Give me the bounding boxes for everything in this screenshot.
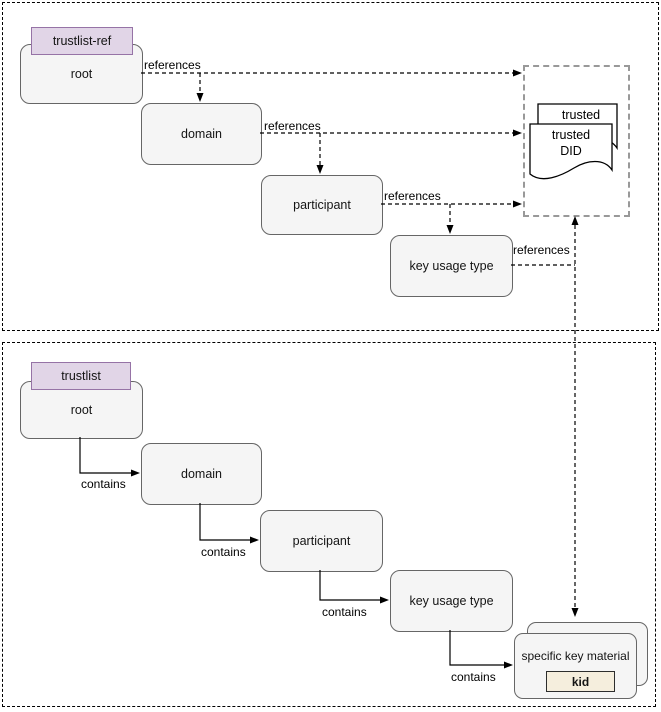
edge-label-contains-participant: contains — [322, 605, 367, 619]
node-list-domain: domain — [141, 443, 262, 505]
edge-label-references-participant: references — [384, 189, 441, 203]
tag-trustlist-ref-label: trustlist-ref — [52, 34, 112, 48]
specific-key-material-card-front: specific key material kid — [514, 633, 637, 699]
node-list-key-usage-type: key usage type — [390, 570, 513, 632]
node-list-key-usage-type-label: key usage type — [409, 594, 494, 608]
edge-label-contains-domain: contains — [201, 545, 246, 559]
edge-label-references-key-usage: references — [513, 243, 570, 257]
trusted-document-back-label: trusted — [561, 108, 601, 122]
kid-label: kid — [571, 674, 590, 689]
node-list-domain-label: domain — [181, 467, 222, 481]
tag-trustlist-ref: trustlist-ref — [31, 27, 133, 55]
node-list-participant-label: participant — [292, 534, 351, 548]
trusted-document-front-line1: trusted — [551, 128, 591, 142]
tag-trustlist-label: trustlist — [61, 369, 101, 383]
node-list-root-label: root — [70, 403, 93, 417]
edge-label-contains-root: contains — [81, 477, 126, 491]
trusted-document-front-line2: DID — [560, 144, 582, 158]
node-ref-root-label: root — [70, 67, 93, 81]
node-list-participant: participant — [260, 510, 383, 572]
node-ref-domain: domain — [141, 103, 262, 165]
tag-trustlist: trustlist — [31, 362, 131, 390]
edge-label-references-domain: references — [264, 119, 321, 133]
trustlist-ref-section-border — [2, 2, 659, 331]
edge-label-contains-key-usage: contains — [451, 670, 496, 684]
trustlist-section-border — [2, 342, 656, 707]
kid-box: kid — [546, 671, 615, 692]
edge-label-references-root: references — [144, 58, 201, 72]
node-ref-participant-label: participant — [293, 198, 351, 212]
node-ref-key-usage-type-label: key usage type — [409, 259, 494, 273]
specific-key-material-label: specific key material — [521, 649, 630, 663]
trusted-document-front-label: trusted DID — [532, 127, 610, 159]
node-ref-domain-label: domain — [181, 127, 222, 141]
node-ref-participant: participant — [261, 175, 383, 235]
node-ref-key-usage-type: key usage type — [390, 235, 513, 297]
